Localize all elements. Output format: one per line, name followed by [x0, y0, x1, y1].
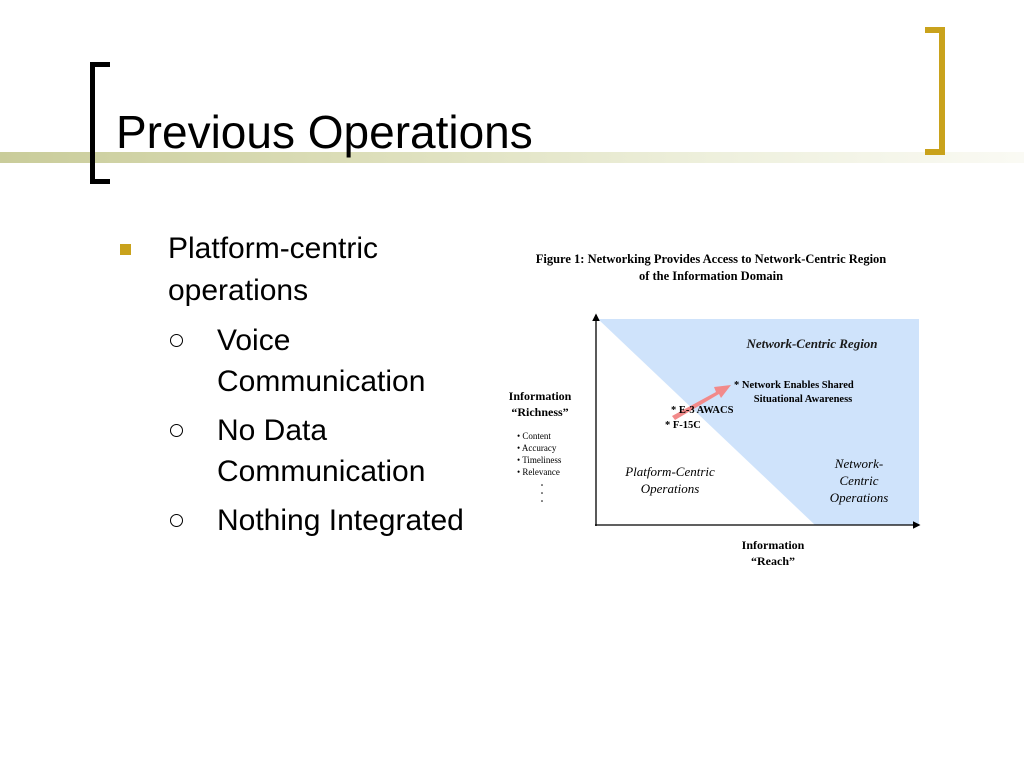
sub-bullet-item: Nothing Integrated [120, 500, 480, 541]
bullet-list: Platform-centric operations Voice Commun… [120, 228, 480, 541]
x-axis-label-line2: “Reach” [751, 554, 795, 568]
y-axis-item: • Relevance [517, 467, 560, 477]
nc-ops-label-line3: Operations [830, 490, 889, 505]
sub-bullet-text: No Data Communication [217, 414, 426, 488]
slide-title: Previous Operations [116, 106, 533, 158]
y-axis-item: • Accuracy [517, 443, 557, 453]
y-axis-label-line1: Information [509, 389, 572, 403]
awacs-label: * E-3 AWACS [671, 405, 734, 416]
y-axis-item: • Timeliness [517, 455, 562, 465]
circle-bullet-icon [170, 514, 183, 527]
progress-arrow-icon [672, 385, 731, 420]
figure-caption-line1: Figure 1: Networking Provides Access to … [536, 252, 887, 266]
title-underline-band [0, 152, 1024, 163]
circle-bullet-icon [170, 424, 183, 437]
sub-bullet-text: Nothing Integrated [217, 504, 464, 537]
square-bullet-icon [120, 244, 131, 255]
network-centric-figure: Figure 1: Networking Provides Access to … [500, 245, 930, 575]
bullet-text-main: Platform-centric operations [168, 232, 379, 307]
y-axis-label-line2: “Richness” [511, 405, 568, 419]
sub-bullet-item: Voice Communication [120, 320, 480, 402]
right-bracket-decoration [925, 27, 945, 155]
f15-label: * F-15C [665, 420, 701, 431]
x-axis-label-line1: Information [742, 538, 805, 552]
bullet-item-main: Platform-centric operations [120, 228, 480, 312]
sub-bullet-item: No Data Communication [120, 410, 480, 492]
figure-caption-line2: of the Information Domain [639, 269, 783, 283]
left-bracket-decoration [90, 62, 110, 184]
ellipsis-dots [541, 484, 543, 502]
annotation-line2: Situational Awareness [754, 394, 853, 405]
network-centric-region-label: Network-Centric Region [745, 336, 877, 351]
nc-ops-label-line2: Centric [840, 473, 879, 488]
network-centric-region-shape [598, 319, 919, 525]
circle-bullet-icon [170, 334, 183, 347]
platform-centric-label-line1: Platform-Centric [624, 464, 715, 479]
annotation-line1: * Network Enables Shared [734, 380, 854, 391]
platform-centric-label-line2: Operations [641, 481, 700, 496]
nc-ops-label-line1: Network- [834, 456, 883, 471]
y-axis-item: • Content [517, 431, 551, 441]
sub-bullet-text: Voice Communication [217, 324, 426, 398]
